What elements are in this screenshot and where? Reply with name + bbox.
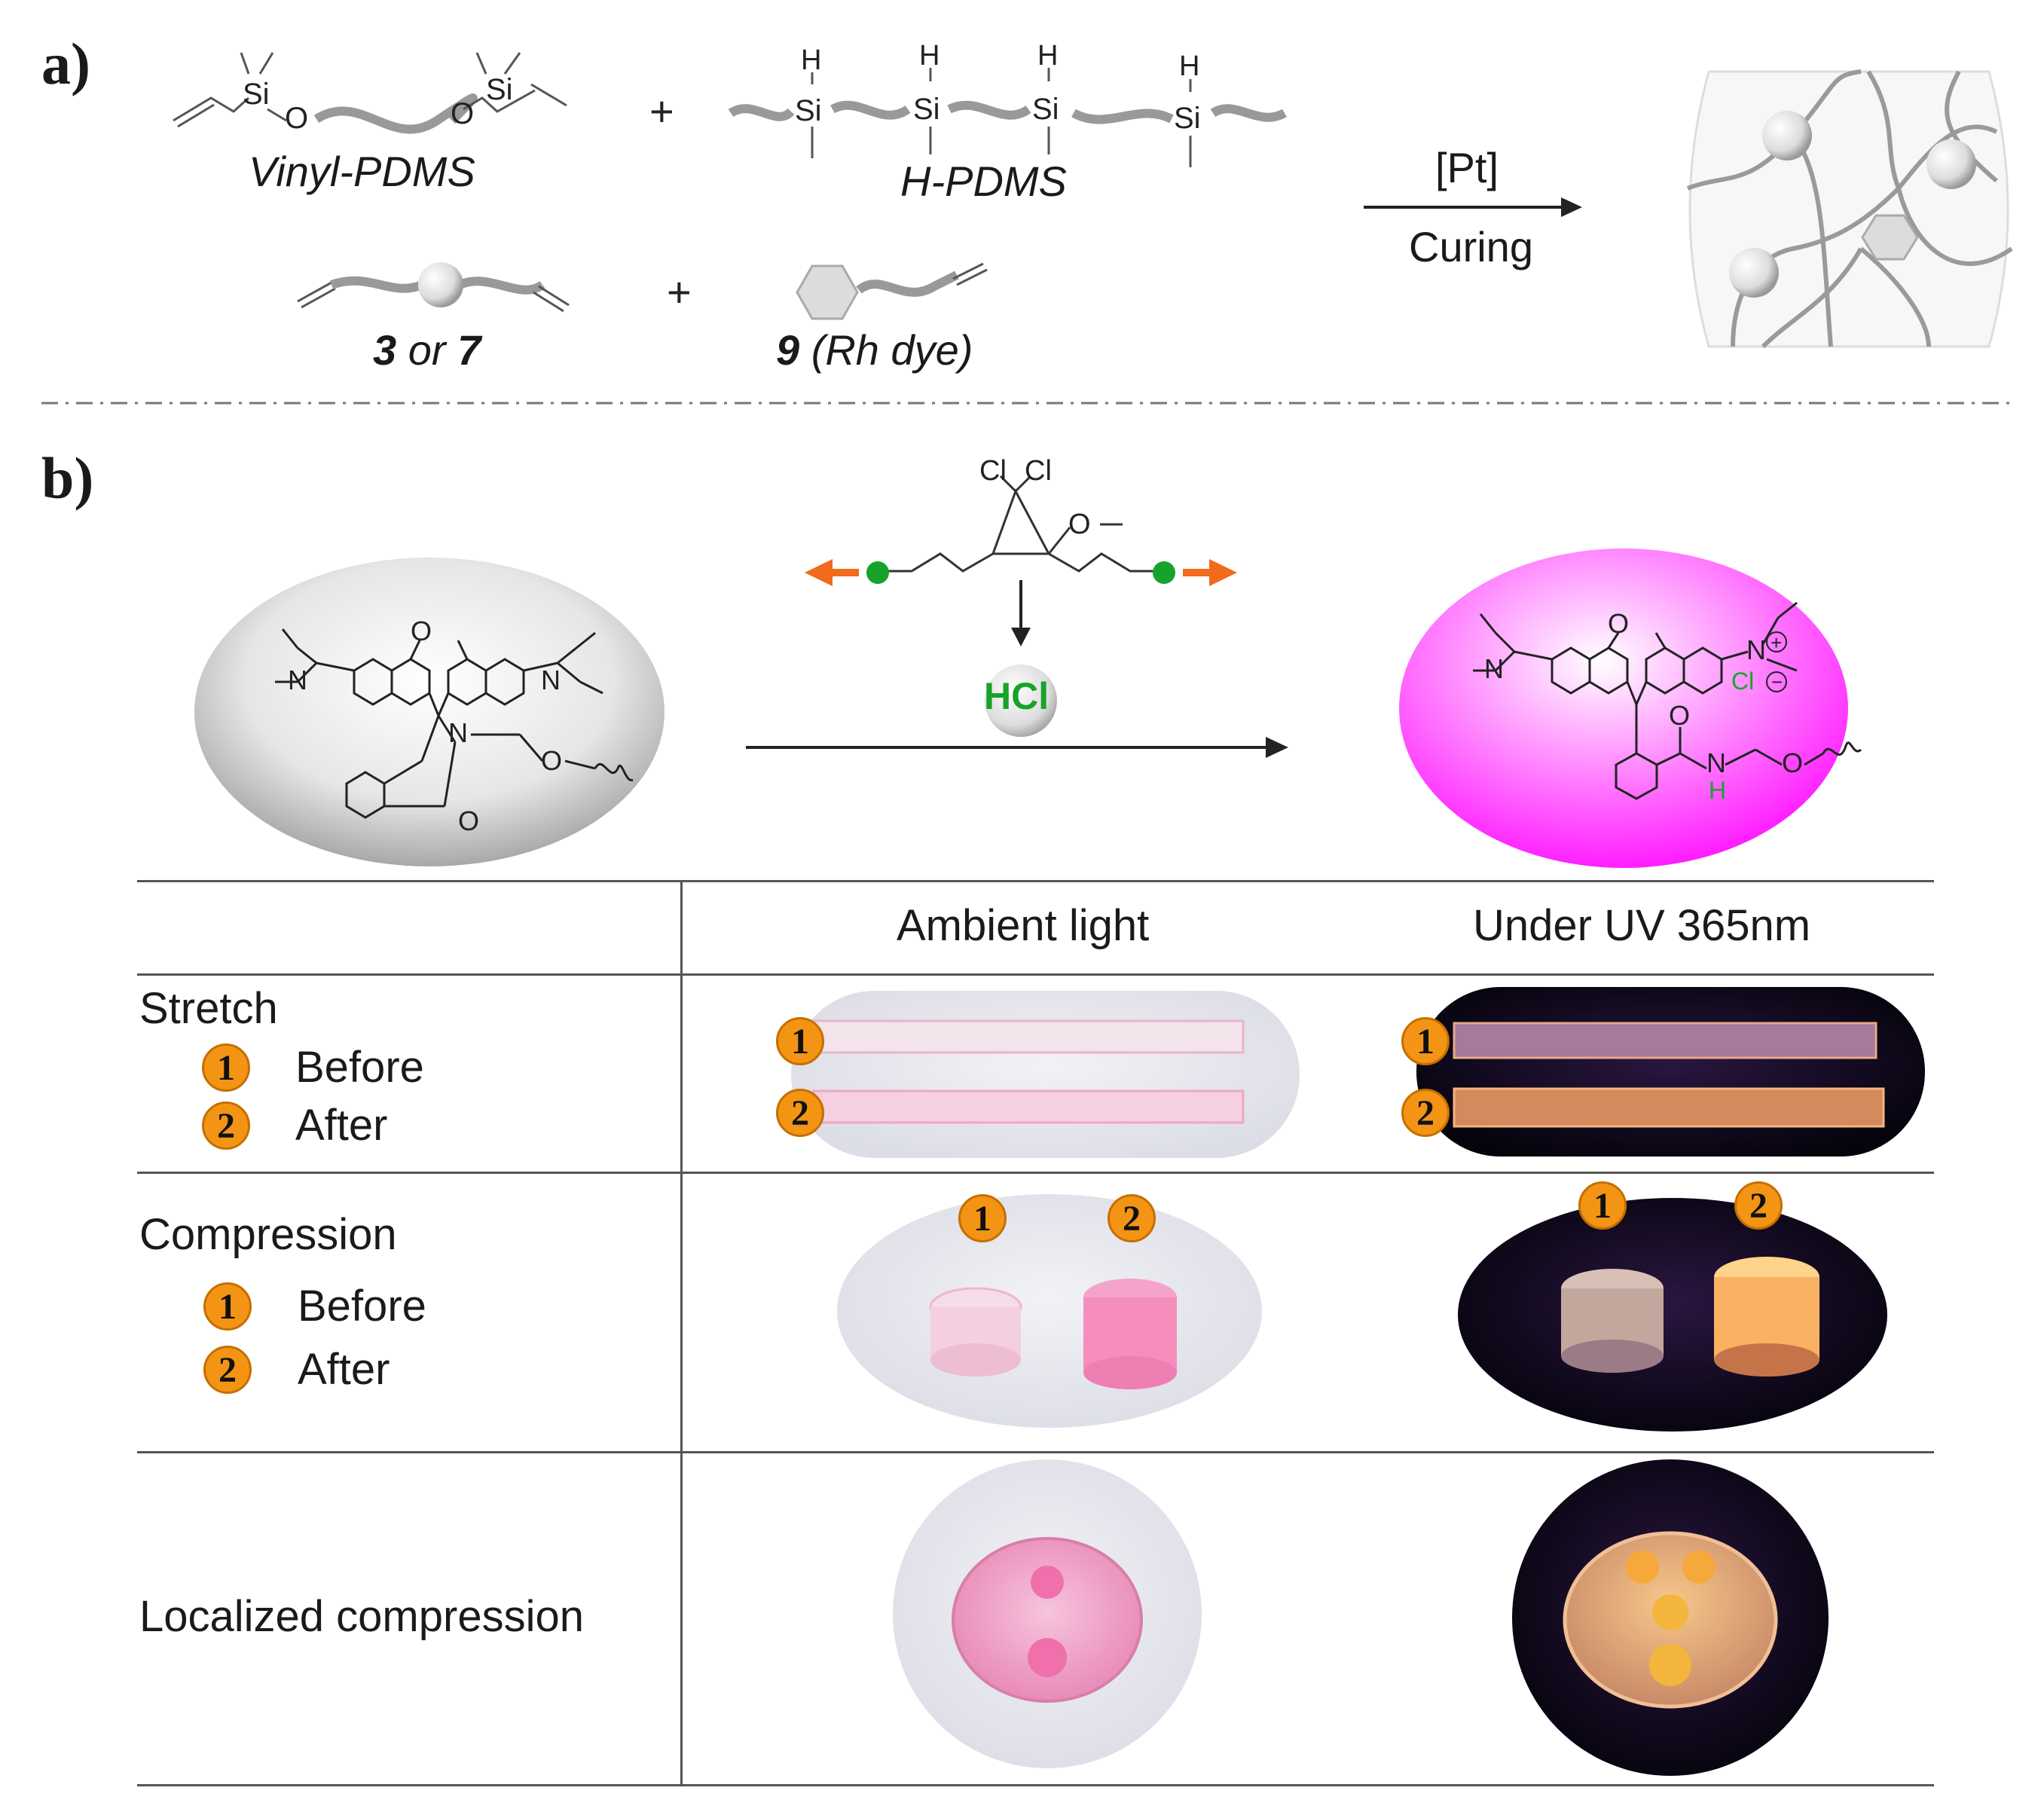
rhodamine-egg — [1399, 548, 1848, 868]
badge-ambient-compression-1: 1 — [958, 1194, 1007, 1242]
table-row-divider-2 — [137, 1451, 1934, 1453]
svg-text:O: O — [458, 805, 479, 836]
column-header-ambient: Ambient light — [897, 901, 1150, 950]
svg-text:Si: Si — [1174, 102, 1201, 135]
mechanophore-crosslinker — [297, 276, 570, 313]
stretch-before-label: Before — [295, 1043, 424, 1092]
svg-text:Si: Si — [1032, 93, 1059, 126]
compression-uv-photo — [1458, 1198, 1887, 1432]
svg-text:N: N — [541, 665, 561, 695]
panel-a-label: a) — [41, 31, 90, 96]
vinyl-o-2: O — [451, 97, 474, 130]
badge-ambient-compression-2: 2 — [1108, 1194, 1156, 1242]
svg-text:−: − — [1771, 671, 1783, 693]
svg-text:H: H — [801, 44, 821, 76]
row-title-stretch: Stretch — [139, 984, 278, 1033]
vinyl-si-1: Si — [243, 78, 270, 111]
stretch-uv-photo — [1416, 987, 1925, 1157]
crosslinked-network — [1686, 69, 2013, 349]
badge-ambient-stretch-2: 2 — [776, 1089, 824, 1137]
badge-compression-2: 2 — [203, 1346, 252, 1394]
compression-before-label: Before — [298, 1282, 426, 1331]
force-arrow-left-icon — [805, 559, 859, 586]
gem-dichlorocyclopropane — [878, 475, 1164, 573]
svg-text:N: N — [288, 665, 307, 695]
svg-text:H: H — [1709, 777, 1726, 804]
svg-text:N: N — [1484, 653, 1504, 684]
svg-text:O: O — [1608, 608, 1629, 639]
badge-uv-stretch-1: 1 — [1401, 1017, 1450, 1065]
stretch-after-label: After — [295, 1101, 388, 1150]
process-label: Curing — [1409, 223, 1533, 270]
vinyl-pdms-structure — [173, 52, 567, 134]
spirolactam-egg — [194, 558, 665, 866]
svg-text:O: O — [1068, 509, 1091, 540]
svg-text:N: N — [448, 717, 468, 748]
compound-3-or-7-label: 3 or 7 — [373, 326, 481, 374]
h-pdms-label: H-PDMS — [900, 157, 1067, 205]
row-title-localized-compression: Localized compression — [139, 1592, 584, 1641]
compound-9-label: 9 (Rh dye) — [776, 326, 973, 374]
polymer-attach-point-left — [866, 561, 889, 584]
badge-compression-1: 1 — [203, 1282, 252, 1331]
column-header-uv: Under UV 365nm — [1473, 901, 1811, 950]
svg-text:+: + — [1771, 631, 1782, 654]
compression-ambient-photo — [837, 1194, 1262, 1428]
table-top-border — [137, 880, 1934, 882]
force-arrow-right-icon — [1183, 559, 1237, 586]
table-column-divider — [680, 880, 683, 1786]
svg-text:Cl: Cl — [1025, 455, 1052, 487]
mechanophore-sphere-icon — [418, 262, 463, 307]
rhodamine-structure — [1473, 601, 1862, 800]
polymer-attach-point-right — [1153, 561, 1175, 584]
vinyl-si-2: Si — [486, 73, 513, 106]
svg-text:O: O — [411, 616, 432, 646]
table-header-divider — [137, 973, 1934, 976]
svg-text:N: N — [1706, 747, 1726, 778]
svg-text:N: N — [1746, 634, 1766, 665]
svg-text:H: H — [919, 40, 940, 72]
table-bottom-border — [137, 1784, 1934, 1786]
badge-stretch-2: 2 — [202, 1102, 250, 1150]
hcl-label: HCl — [984, 675, 1049, 717]
svg-text:Cl: Cl — [1731, 668, 1754, 695]
h-pdms-structure — [728, 100, 1287, 124]
svg-text:H: H — [1179, 50, 1199, 82]
plus-sign-2: + — [667, 268, 692, 316]
svg-text:O: O — [541, 745, 562, 776]
spirolactam-structure — [275, 628, 634, 819]
hcl-sphere-icon — [985, 665, 1057, 737]
badge-uv-compression-2: 2 — [1734, 1181, 1783, 1230]
svg-text:Cl: Cl — [979, 455, 1007, 487]
badge-ambient-stretch-1: 1 — [776, 1017, 824, 1065]
catalyst-label: [Pt] — [1435, 144, 1499, 191]
svg-text:O: O — [1669, 700, 1690, 731]
svg-text:Si: Si — [795, 94, 822, 127]
badge-uv-compression-1: 1 — [1578, 1181, 1627, 1230]
panel-a-scheme: Si O O Si H Si H Si H Si H Si — [41, 40, 2013, 405]
panel-b-label: b) — [41, 445, 94, 511]
row-title-compression: Compression — [139, 1210, 397, 1259]
badge-stretch-1: 1 — [202, 1044, 250, 1092]
stretch-ambient-photo — [791, 991, 1300, 1158]
vinyl-pdms-label: Vinyl-PDMS — [249, 148, 475, 195]
panel-b-scheme: Cl Cl O O N N N O O — [194, 455, 1862, 868]
table-row-divider-1 — [137, 1172, 1934, 1174]
dye-hexagon-icon — [796, 264, 859, 320]
badge-uv-stretch-2: 2 — [1401, 1089, 1450, 1137]
sample-photos — [791, 987, 1925, 1776]
vinyl-o-1: O — [285, 102, 308, 135]
plus-sign-1: + — [649, 87, 674, 135]
svg-text:H: H — [1037, 40, 1058, 72]
svg-text:Si: Si — [913, 93, 940, 126]
svg-text:O: O — [1782, 747, 1803, 778]
compression-after-label: After — [298, 1345, 390, 1394]
